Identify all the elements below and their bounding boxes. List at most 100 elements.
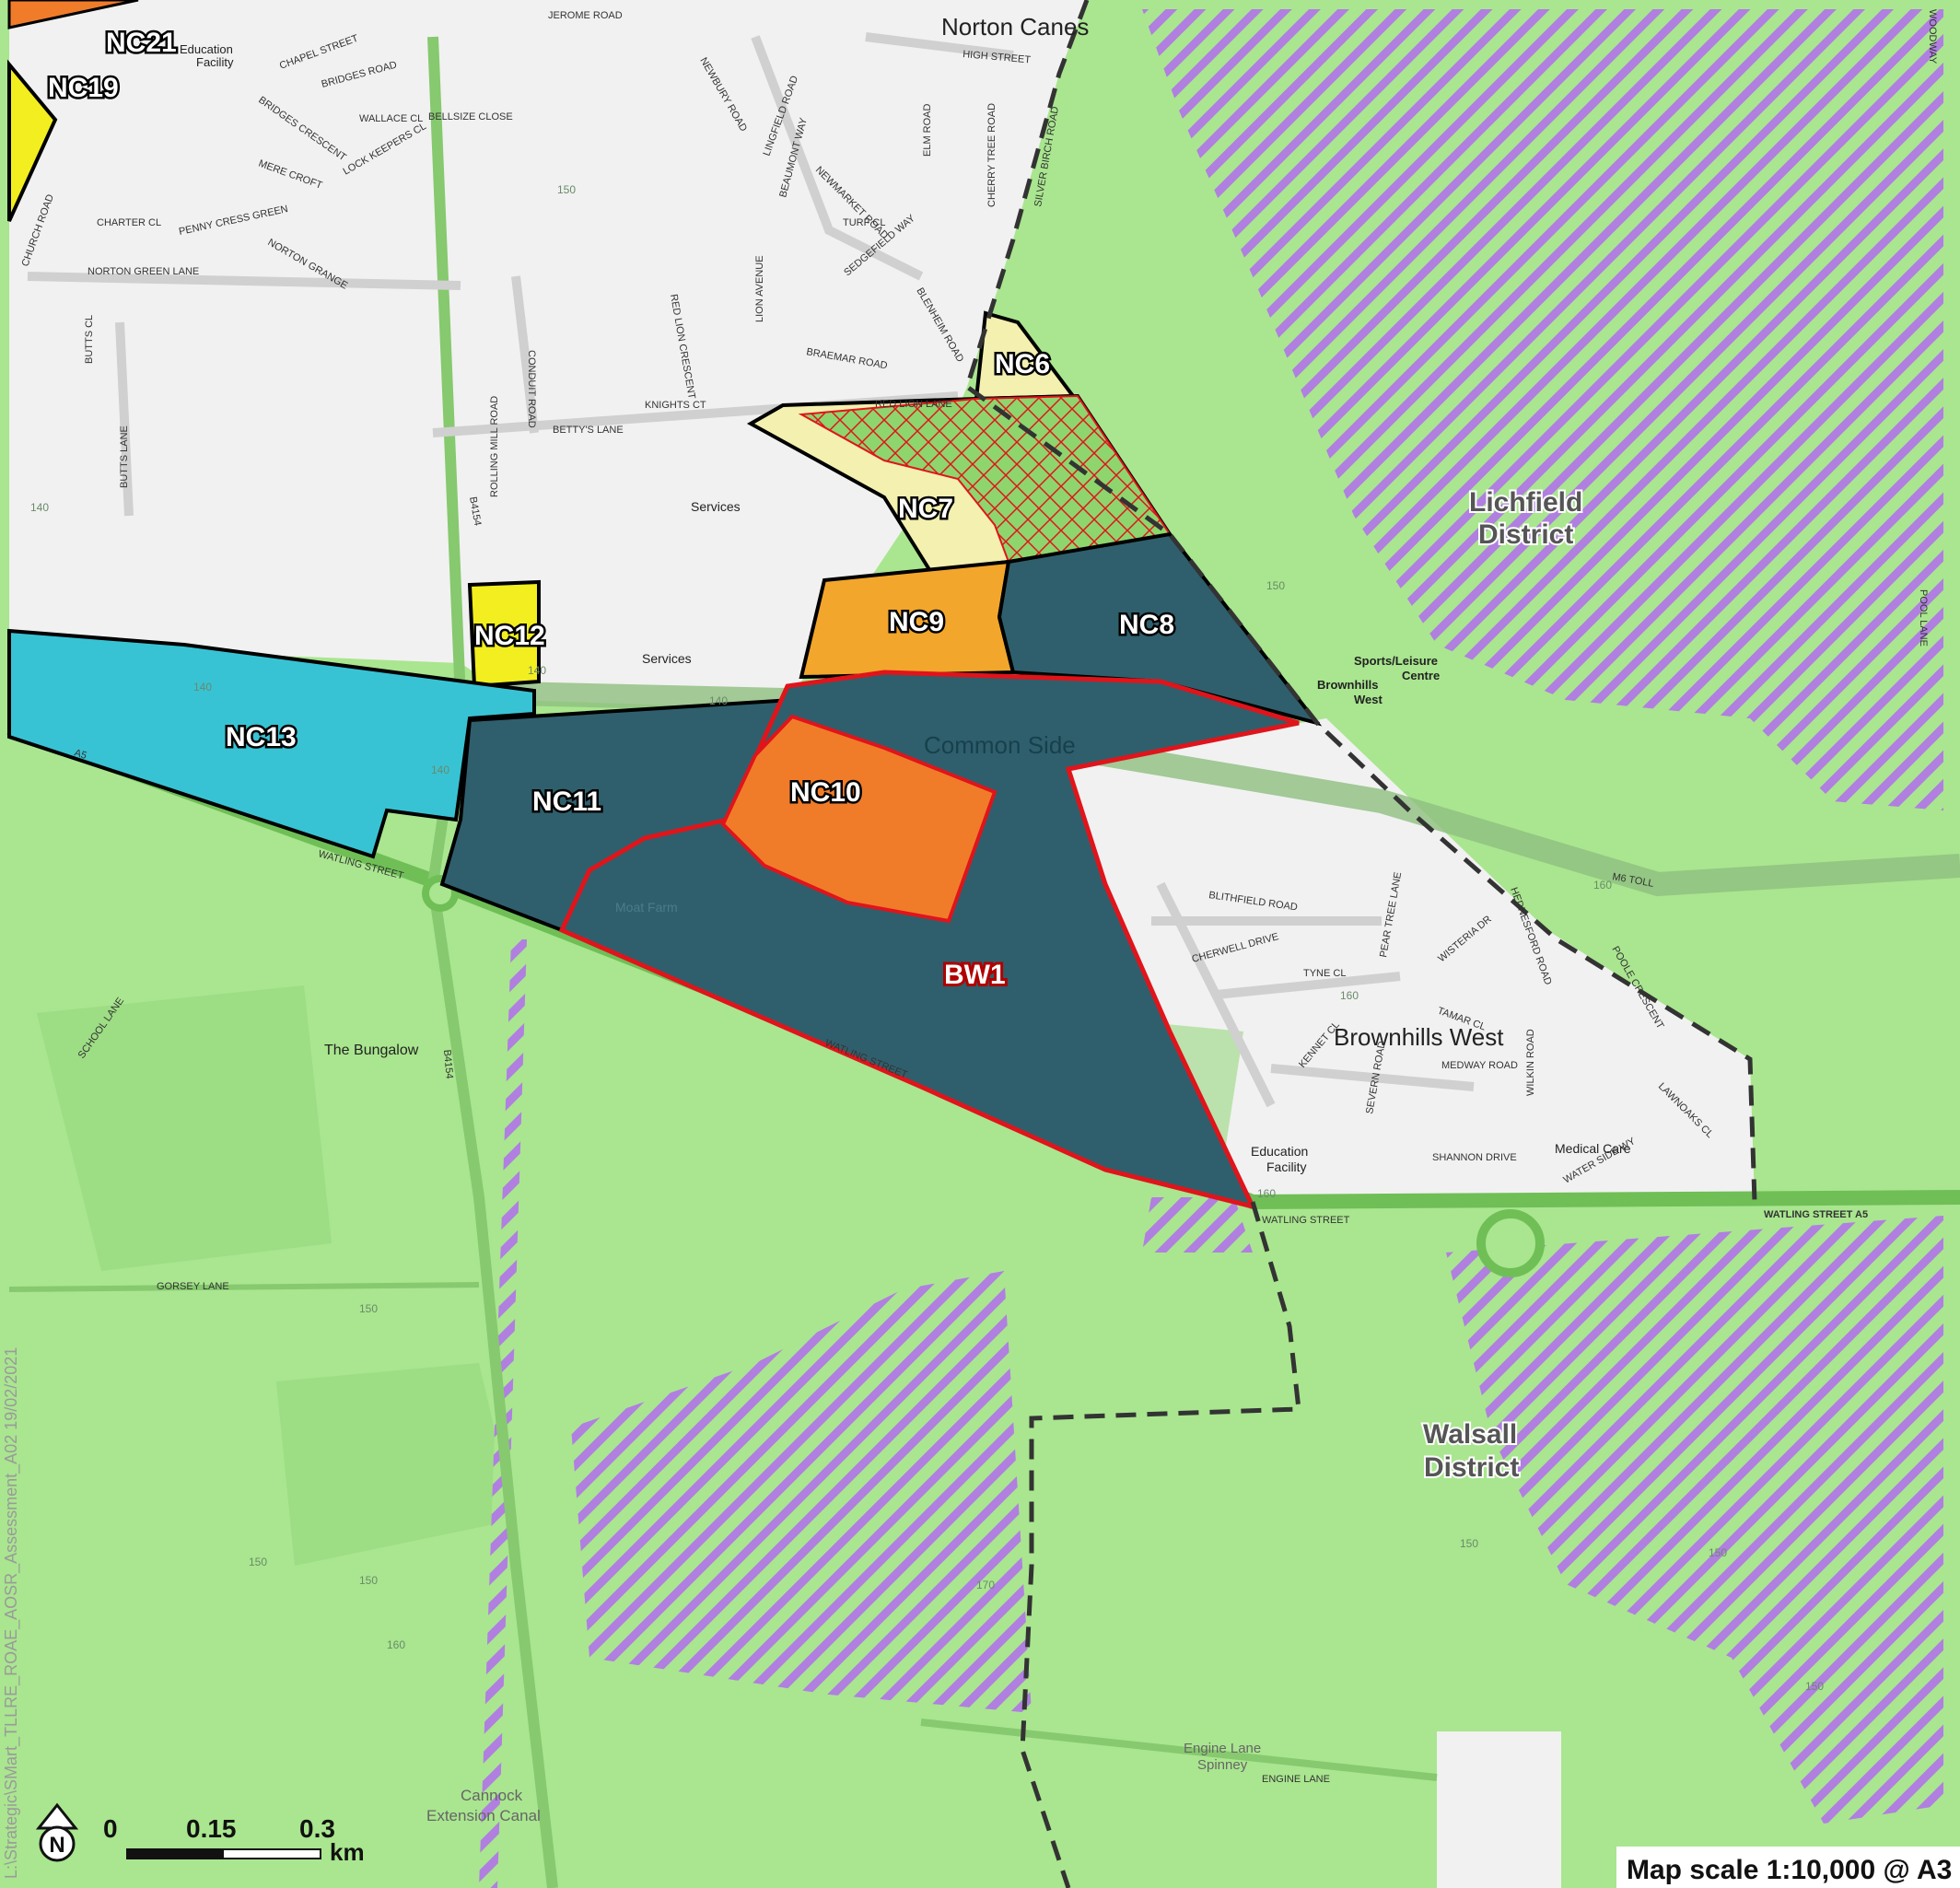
- svg-text:150: 150: [359, 1302, 378, 1315]
- parcel-nc10-shape: [720, 714, 998, 924]
- road-label-engine-lane: ENGINE LANE: [1262, 1774, 1330, 1785]
- svg-text:140: 140: [709, 694, 728, 707]
- road-label-turf-cl: TURF CL: [843, 217, 885, 228]
- parcel-nc19-shape: [7, 59, 58, 222]
- parcel-label-nc19: NC19: [48, 73, 119, 103]
- hatched-small: [1142, 1197, 1253, 1253]
- place-common-side: Common Side: [924, 731, 1076, 759]
- road-label-wallace-cl: WALLACE CL: [359, 113, 423, 124]
- road-label-cherry-tree-road: CHERRY TREE ROAD: [986, 103, 998, 207]
- road-label-pool-lane: POOL LANE: [1918, 589, 1929, 647]
- hatched-area-south: [571, 1271, 1032, 1713]
- place-brownhills-west-small-b: West: [1354, 693, 1382, 706]
- place-moat-farm: Moat Farm: [615, 900, 678, 915]
- road-label-elm-road: ELM ROAD: [922, 103, 933, 157]
- svg-text:150: 150: [249, 1556, 267, 1568]
- road-label-tyne-cl: TYNE CL: [1303, 968, 1346, 979]
- place-education-facility-2: Education: [1251, 1144, 1308, 1159]
- parcel-label-nc12: NC12: [474, 621, 545, 651]
- urban-area-norton-canes: [9, 0, 1087, 709]
- svg-text:150: 150: [1460, 1537, 1478, 1550]
- place-the-bungalow: The Bungalow: [324, 1043, 419, 1058]
- district-lichfield-line2: District: [1478, 519, 1573, 550]
- place-sports-leisure: Sports/Leisure: [1354, 654, 1438, 668]
- place-norton-canes: Norton Canes: [941, 13, 1089, 41]
- place-sports-leisure-b: Centre: [1402, 669, 1440, 682]
- svg-text:140: 140: [431, 763, 449, 776]
- place-education-facility-1b: Facility: [196, 55, 234, 69]
- hatched-area-walsall: [1446, 1216, 1943, 1824]
- place-brownhills-west: Brownhills West: [1334, 1023, 1504, 1051]
- parcel-label-nc11: NC11: [532, 787, 601, 817]
- road-label-charter-cl: CHARTER CL: [97, 217, 161, 228]
- woodland-patch: [276, 1363, 516, 1566]
- place-education-facility-2b: Facility: [1266, 1160, 1307, 1174]
- roundabout: [1476, 1209, 1545, 1277]
- place-cannock-canal: Cannock: [461, 1787, 523, 1804]
- file-path-note: L:\Strategic\SMart_TLLRE_ROAE_AOSR_Asses…: [2, 1347, 21, 1879]
- road-label-gorsey-lane: GORSEY LANE: [157, 1281, 229, 1292]
- road-label-wilkin-road: WILKIN ROAD: [1525, 1029, 1536, 1096]
- svg-text:140: 140: [30, 501, 49, 514]
- road-label-jerome-road: JEROME ROAD: [548, 10, 623, 21]
- north-arrow-icon: N: [35, 1802, 79, 1862]
- road-label-rolling-mill-road: ROLLING MILL ROAD: [489, 396, 500, 497]
- road-label-woodway: WOODWAY: [1927, 9, 1938, 64]
- svg-text:km: km: [330, 1838, 365, 1866]
- parcel-label-nc6: NC6: [995, 349, 1050, 379]
- contour-labels: 150 140 140 140 140 150 150 160 150 150 …: [30, 183, 1824, 1693]
- road-label-norton-green-lane: NORTON GREEN LANE: [88, 266, 199, 277]
- road-label-a5: A5: [73, 747, 88, 762]
- road-label-red-lion-lane: RED LION LANE: [875, 399, 952, 410]
- svg-text:170: 170: [976, 1579, 995, 1591]
- road-label-butts-lane: BUTTS LANE: [119, 425, 130, 488]
- district-boundary: [964, 0, 1757, 1888]
- district-lichfield-line1: Lichfield: [1469, 487, 1582, 518]
- parcel-label-nc9: NC9: [889, 607, 944, 637]
- road-b4154: [426, 36, 558, 1888]
- road-label-medway-road: MEDWAY ROAD: [1441, 1060, 1518, 1071]
- road-gorsey-lane: [8, 1282, 480, 1292]
- street-grid: [27, 32, 1475, 1108]
- road-label-watling-street-3: WATLING STREET: [1262, 1215, 1350, 1226]
- parcel-label-nc10: NC10: [790, 777, 861, 808]
- place-cannock-canal-b: Extension Canal: [426, 1807, 541, 1824]
- road-label-b4154-south: B4154: [441, 1049, 455, 1079]
- map-scale-label: Map scale 1:10,000 @ A3: [1627, 1855, 1952, 1885]
- parcel-label-nc13: NC13: [226, 722, 297, 752]
- svg-text:150: 150: [1266, 579, 1285, 592]
- parcel-label-nc21: NC21: [106, 28, 177, 58]
- parcel-nc12-shape: [467, 579, 541, 689]
- place-education-facility-1: Education: [180, 42, 233, 56]
- hatched-area-lichfield: [1142, 9, 1943, 810]
- svg-text:160: 160: [1257, 1187, 1276, 1200]
- road-label-shannon-drive: SHANNON DRIVE: [1432, 1152, 1517, 1163]
- parcel-label-nc8: NC8: [1119, 610, 1174, 640]
- urban-area-brownhills-west: [1068, 718, 1755, 1202]
- parcel-nc21-shape: [7, 0, 139, 29]
- woodland-patch: [37, 985, 332, 1271]
- road-label-butts-cl: BUTTS CL: [84, 315, 95, 364]
- svg-text:160: 160: [1340, 989, 1359, 1002]
- district-walsall-line1: Walsall: [1423, 1419, 1517, 1450]
- road-label-bellsize-close: BELLSIZE CLOSE: [428, 111, 513, 122]
- road-label-b4154: B4154: [467, 495, 483, 526]
- map-scale-box: [1616, 1847, 1960, 1888]
- svg-text:160: 160: [1593, 879, 1612, 892]
- svg-text:140: 140: [528, 664, 546, 677]
- road-label-knights-ct: KNIGHTS CT: [645, 400, 706, 411]
- svg-text:150: 150: [1805, 1680, 1824, 1693]
- svg-text:140: 140: [193, 681, 212, 693]
- parcel-label-bw1: BW1: [944, 960, 1006, 990]
- svg-text:0: 0: [103, 1814, 118, 1843]
- svg-text:150: 150: [557, 183, 576, 196]
- svg-text:150: 150: [1709, 1546, 1727, 1559]
- place-engine-lane-spinney: Engine Lane: [1184, 1741, 1261, 1756]
- place-engine-lane-spinney-b: Spinney: [1197, 1757, 1248, 1773]
- road-label-watling-street-a5: WATLING STREET A5: [1764, 1209, 1868, 1220]
- place-services-1: Services: [691, 499, 741, 514]
- place-brownhills-west-small: Brownhills: [1317, 678, 1378, 692]
- svg-text:N: N: [49, 1833, 64, 1858]
- place-services-2: Services: [642, 651, 692, 666]
